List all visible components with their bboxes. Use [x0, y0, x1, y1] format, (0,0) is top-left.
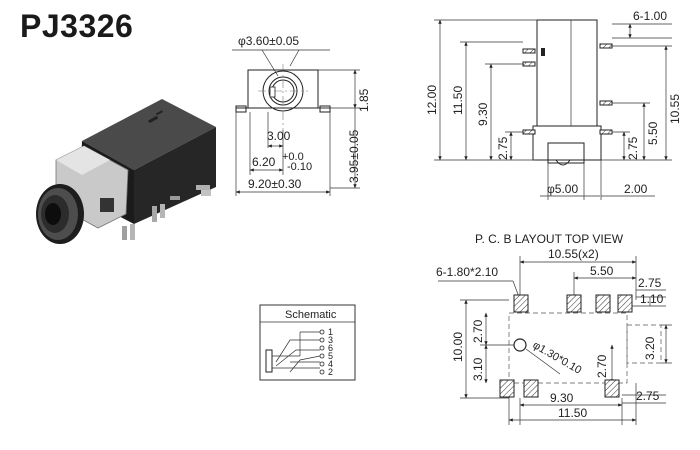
side-low-right-dim: 2.75 — [626, 136, 640, 160]
side-low-left-dim: 2.75 — [496, 136, 510, 160]
pcb-pad — [595, 294, 611, 313]
front-view-drawing — [232, 49, 360, 196]
side-height-mid-dim: 9.30 — [476, 102, 490, 126]
pcb-left-upper-dim: 2.70 — [471, 319, 485, 343]
side-barrel-length-dim: 2.00 — [624, 182, 648, 196]
front-top-offset-dim: 1.85 — [357, 88, 371, 112]
pcb-right-bottom-dim: 2.75 — [636, 389, 660, 403]
pcb-pad-spacing-dim: 5.50 — [590, 264, 614, 278]
pcb-right-mid-dim: 3.20 — [643, 336, 657, 360]
pcb-pad — [513, 294, 529, 313]
pcb-pad — [523, 379, 539, 398]
side-view-drawing — [434, 19, 672, 200]
side-height-total-dim: 12.00 — [425, 85, 439, 115]
schematic-pin-label: 2 — [328, 367, 333, 377]
front-width-dim: 9.20±0.30 — [248, 177, 302, 191]
jack-3d-illustration — [36, 99, 216, 244]
side-barrel-diameter-dim: φ5.00 — [547, 182, 578, 196]
pcb-right-small-dim: 1.10 — [640, 292, 664, 306]
front-height-dim: 3.95±0.05 — [347, 129, 361, 183]
schematic-pin-label: 1 — [328, 327, 333, 337]
front-center-offset-dim: 3.00 — [267, 129, 291, 143]
schematic-box — [259, 304, 356, 381]
front-tolerance-plus: +0.0 — [282, 151, 304, 163]
schematic-pin-label: 4 — [328, 359, 333, 369]
schematic-label: Schematic — [285, 309, 337, 321]
pcb-pad — [499, 379, 515, 398]
side-height-right-dim: 10.55 — [668, 94, 682, 124]
side-height-body-dim: 11.50 — [451, 86, 465, 115]
pcb-left-lower-dim: 3.10 — [471, 357, 485, 381]
pcb-bottom-inner-dim: 9.30 — [550, 391, 574, 405]
page-title: PJ3326 — [20, 8, 134, 44]
pcb-layout-caption: P. C. B LAYOUT TOP VIEW — [475, 232, 624, 246]
pcb-pad-spec-dim: 6-1.80*2.10 — [436, 265, 498, 279]
pcb-left-total-dim: 10.00 — [451, 332, 465, 362]
schematic-pin-label: 3 — [328, 335, 333, 345]
front-half-width-dim: 6.20 — [252, 155, 276, 169]
front-hole-diameter-dim: φ3.60±0.05 — [238, 34, 299, 48]
pcb-top-width-dim: 10.55(x2) — [548, 247, 599, 261]
pcb-inner-vertical-dim: 2.70 — [595, 354, 609, 378]
pcb-right-top-dim: 2.75 — [638, 276, 662, 290]
pcb-pad — [617, 294, 633, 313]
pcb-bottom-total-dim: 11.50 — [558, 406, 587, 420]
pcb-pad — [566, 294, 582, 313]
pcb-pad — [604, 379, 620, 398]
pcb-layout-drawing — [438, 256, 672, 425]
side-right-mid-dim: 5.50 — [646, 121, 660, 145]
schematic-pin-label: 5 — [328, 351, 333, 361]
front-tolerance-minus: -0.10 — [287, 161, 312, 173]
schematic-pin-label: 6 — [328, 343, 333, 353]
side-pins-spec-dim: 6-1.00 — [633, 9, 667, 23]
